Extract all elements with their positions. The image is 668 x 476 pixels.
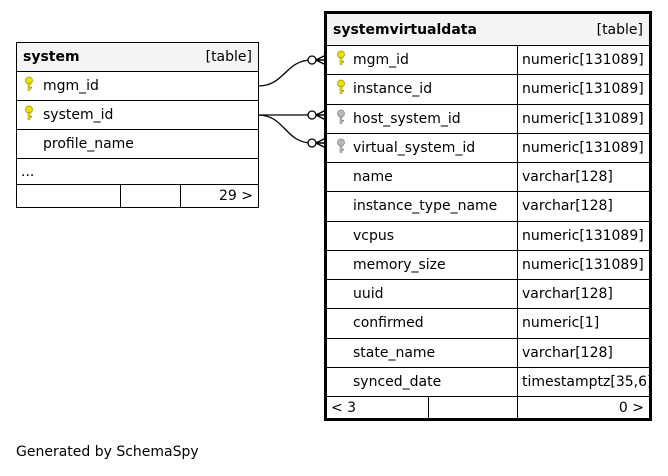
virtual-row-synced-date: synced_date timestamptz[35,6] [327, 366, 652, 396]
column-type: varchar[128] [517, 163, 649, 192]
systemvirtualdata-table-kind: [table] [596, 21, 643, 38]
virtual-row-instance-type-name: instance_type_name varchar[128] [327, 191, 649, 221]
column-type: numeric[131089] [517, 75, 649, 104]
system-table-header: system [table] [17, 43, 258, 71]
system-table-footer: 29 > [17, 184, 258, 207]
column-name: instance_type_name [353, 198, 498, 215]
connector-virtual-system-id [257, 114, 313, 144]
footer-cell-right: 29 > [180, 185, 258, 207]
column-name: host_system_id [353, 110, 461, 127]
crowfoot-mgm-id [307, 54, 327, 66]
systemvirtualdata-table-footer: < 3 0 > [327, 396, 649, 418]
column-type: numeric[131089] [517, 46, 649, 75]
more-columns-ellipsis: ... [21, 163, 35, 180]
virtual-row-name: name varchar[128] [327, 162, 649, 192]
primary-key-icon [336, 50, 346, 70]
column-type: numeric[1] [517, 309, 649, 338]
virtual-row-state-name: state_name varchar[128] [327, 337, 649, 367]
column-name: profile_name [43, 136, 134, 152]
systemvirtualdata-table-header: systemvirtualdata [table] [327, 14, 649, 45]
column-name: confirmed [353, 315, 424, 332]
system-table-kind: [table] [205, 49, 252, 65]
foreign-key-icon [336, 109, 346, 129]
primary-key-icon [24, 105, 34, 125]
primary-key-icon [336, 79, 346, 99]
systemvirtualdata-table[interactable]: systemvirtualdata [table] mgm_id numeric[… [324, 11, 652, 421]
primary-key-icon [24, 76, 34, 96]
column-name: memory_size [353, 256, 446, 273]
column-type: numeric[131089] [517, 104, 649, 133]
column-name: virtual_system_id [353, 139, 476, 156]
column-type: timestamptz[35,6] [517, 367, 652, 396]
column-name: name [353, 169, 393, 186]
connector-mgm-id [257, 59, 313, 87]
column-type: varchar[128] [517, 338, 649, 367]
footer-cell-middle [428, 397, 517, 418]
column-type: numeric[131089] [517, 250, 649, 279]
column-name: system_id [43, 107, 114, 123]
column-type: varchar[128] [517, 280, 649, 309]
column-name: uuid [353, 286, 384, 303]
crowfoot-virtual-system-id [307, 137, 327, 149]
parent-count-link[interactable]: < 3 [331, 399, 357, 416]
column-name: mgm_id [353, 52, 409, 69]
column-name: state_name [353, 344, 436, 361]
virtual-row-virtual-system-id: virtual_system_id numeric[131089] [327, 132, 649, 162]
virtual-row-instance-id: instance_id numeric[131089] [327, 74, 649, 104]
systemvirtualdata-table-name: systemvirtualdata [333, 21, 477, 38]
column-name: instance_id [353, 81, 433, 98]
child-count-link[interactable]: 0 > [618, 399, 644, 416]
system-row-profile-name: profile_name [17, 129, 258, 158]
column-type: numeric[131089] [517, 133, 649, 162]
virtual-row-memory-size: memory_size numeric[131089] [327, 249, 649, 279]
system-table[interactable]: system [table] mgm_id system_id profile_… [16, 42, 259, 208]
virtual-row-mgm-id: mgm_id numeric[131089] [327, 45, 649, 75]
virtual-row-confirmed: confirmed numeric[1] [327, 308, 649, 338]
virtual-row-host-system-id: host_system_id numeric[131089] [327, 103, 649, 133]
column-name: mgm_id [43, 78, 99, 94]
system-row-mgm-id: mgm_id [17, 71, 258, 100]
footer-cell-right: 0 > [517, 397, 649, 418]
column-type: varchar[128] [517, 192, 649, 221]
foreign-key-icon [336, 138, 346, 158]
column-name: vcpus [353, 227, 395, 244]
footer-cell-left [17, 185, 120, 207]
column-name: synced_date [353, 373, 442, 390]
column-type: numeric[131089] [517, 221, 649, 250]
footer-cell-left: < 3 [327, 397, 428, 418]
child-count-link[interactable]: 29 > [219, 188, 253, 204]
footer-cell-middle [120, 185, 180, 207]
generated-by-caption: Generated by SchemaSpy [16, 444, 199, 460]
system-row-system-id: system_id [17, 100, 258, 129]
virtual-row-vcpus: vcpus numeric[131089] [327, 220, 649, 250]
system-table-name: system [23, 49, 80, 65]
system-row-ellipsis: ... [17, 158, 258, 184]
virtual-row-uuid: uuid varchar[128] [327, 279, 649, 309]
